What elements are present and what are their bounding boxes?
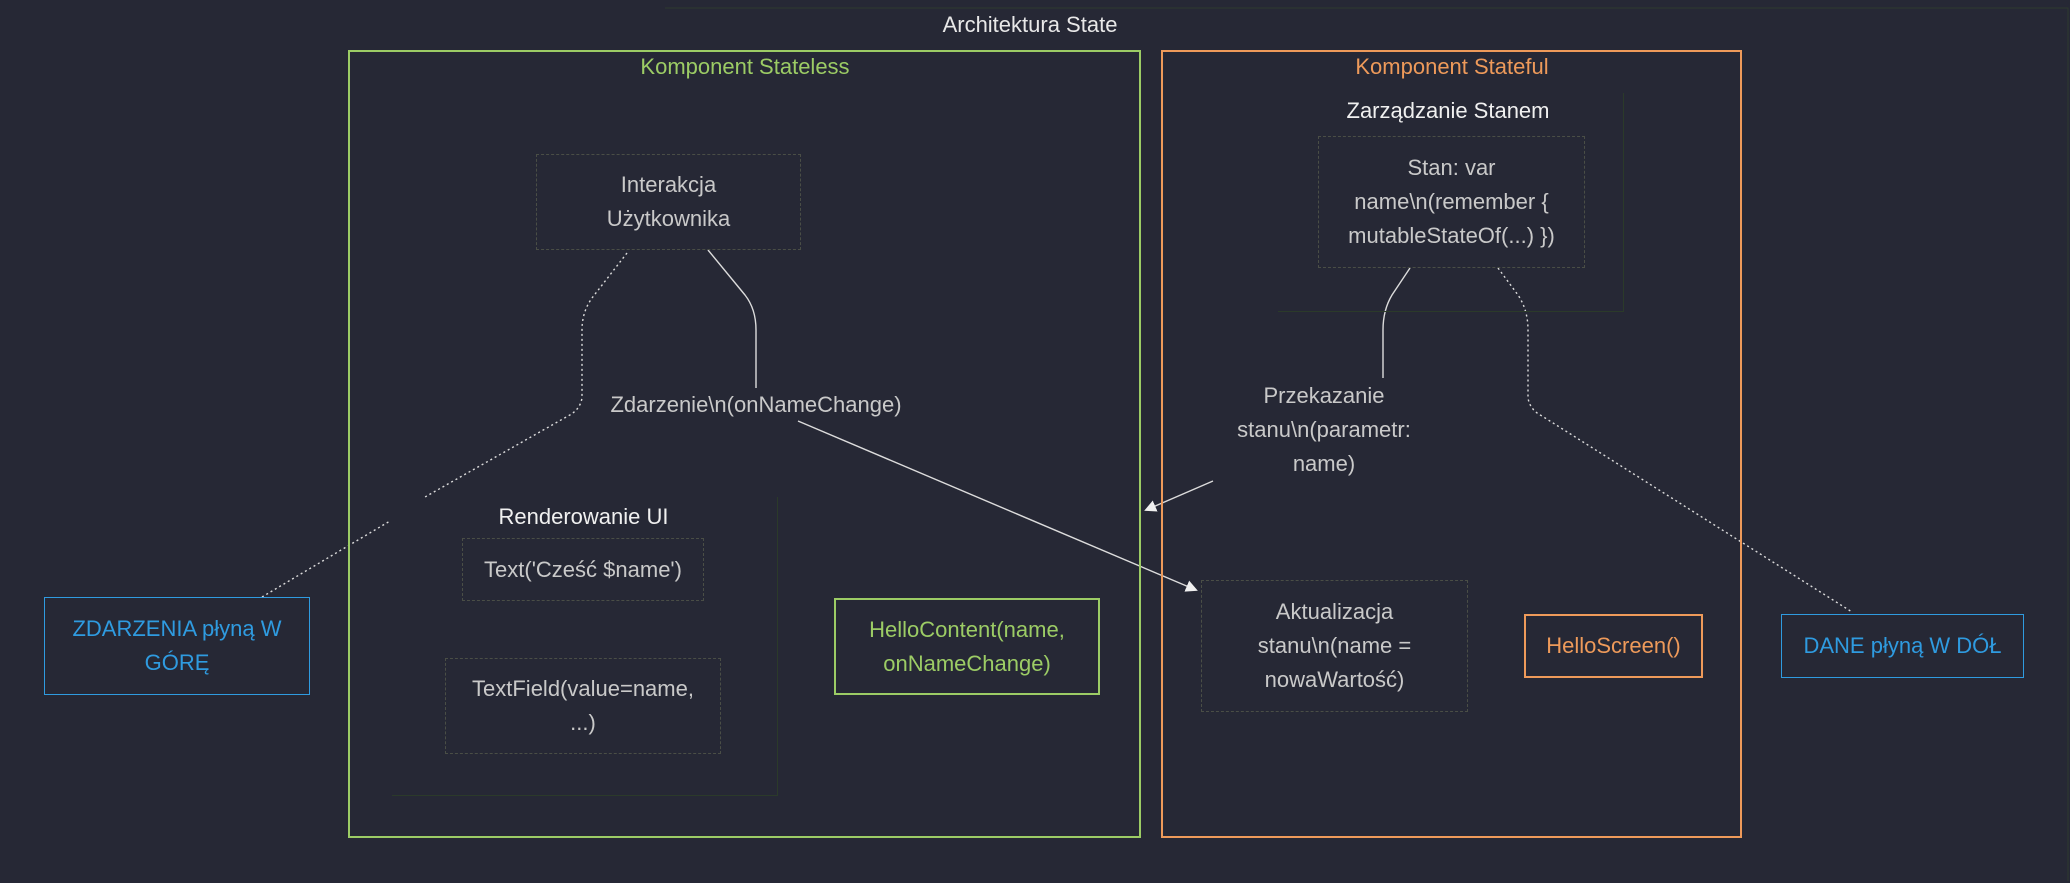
text-node-label: Text('Cześć $name') <box>484 556 682 582</box>
interaction-node-label: Interakcja Użytkownika <box>606 172 731 231</box>
render-ui-cluster-label: Renderowanie UI <box>498 504 669 529</box>
state-node <box>1318 136 1585 268</box>
stateless-cluster-label: Komponent Stateless <box>640 54 850 79</box>
state-management-cluster-label: Zarządzanie Stanem <box>1346 98 1550 123</box>
state-management-cluster <box>1278 93 1624 312</box>
stateful-cluster-label: Komponent Stateful <box>1355 54 1549 79</box>
data-down-note: DANE płyną W DÓŁ <box>1781 614 2024 678</box>
hello-screen-node: HelloScreen() <box>1524 614 1703 678</box>
diagram-title: Architektura State <box>942 12 1118 37</box>
event-node-label: Zdarzenie\n(onNameChange) <box>610 392 902 417</box>
events-up-note: ZDARZENIA płyną W GÓRĘ <box>44 597 310 695</box>
textfield-node <box>445 658 721 754</box>
update-state-node-label: Aktualizacja stanu\n(name = nowaWartość) <box>1257 599 1412 692</box>
update-state-node <box>1201 580 1468 712</box>
text-node <box>462 538 704 601</box>
hello-content-node: HelloContent(name, onNameChange) <box>834 598 1100 695</box>
state-node-label: Stan: var name\n(remember { mutableState… <box>1348 155 1555 248</box>
render-ui-cluster <box>392 497 778 796</box>
stateful-cluster <box>1161 50 1742 838</box>
stateless-cluster <box>348 50 1141 838</box>
interaction-node <box>536 154 801 250</box>
pass-state-label: Przekazanie stanu\n(parametr: name) <box>1237 382 1411 476</box>
textfield-node-label: TextField(value=name, ...) <box>472 676 694 735</box>
